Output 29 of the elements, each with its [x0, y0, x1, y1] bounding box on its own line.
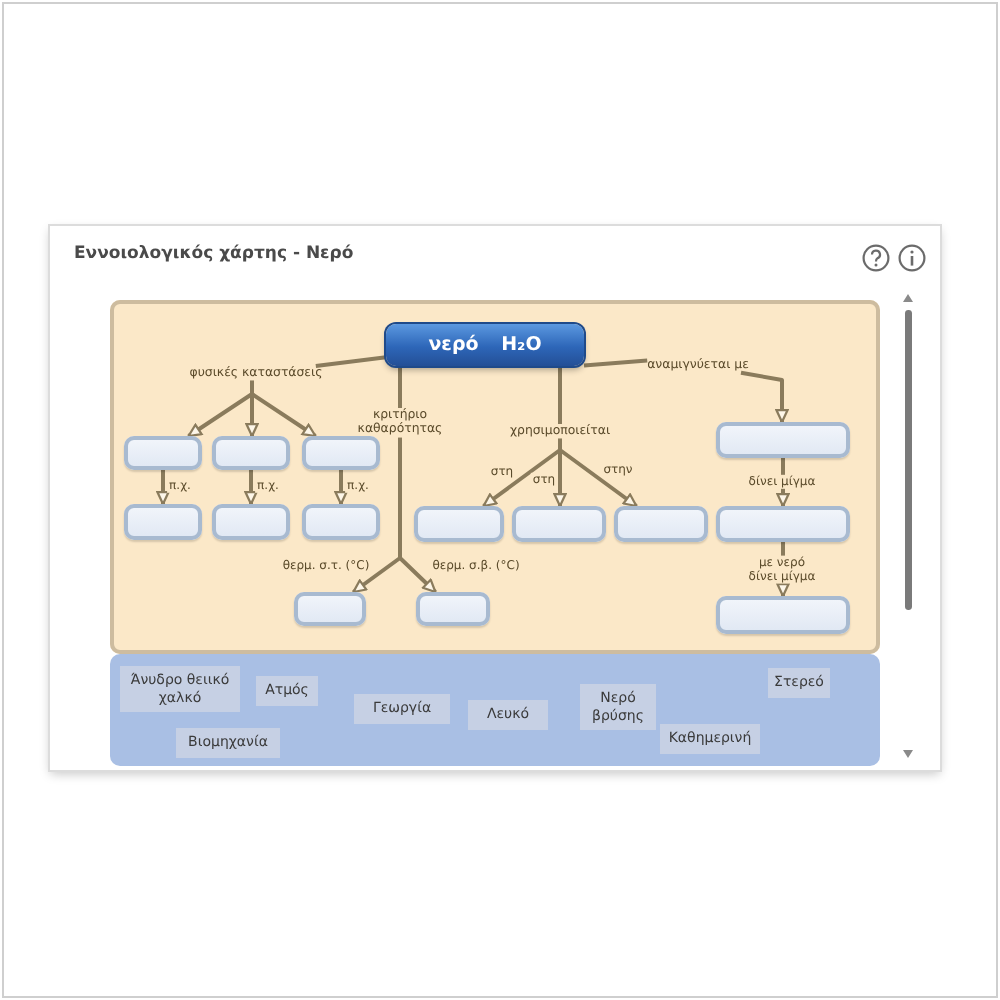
blank-box — [614, 506, 708, 542]
blank-box — [416, 592, 490, 626]
map-panel — [110, 300, 880, 654]
connector-line — [583, 358, 648, 368]
connector-line — [558, 366, 562, 424]
connector-line — [398, 366, 402, 408]
blank-box — [124, 504, 202, 540]
arrow — [334, 470, 348, 506]
blank-box — [716, 422, 850, 458]
blank-box — [124, 436, 202, 470]
blank-box — [302, 504, 380, 540]
arrow — [250, 380, 317, 438]
blank-box — [212, 436, 290, 470]
diagram-title: Εννοιολογικός χάρτης - Νερό — [74, 244, 354, 265]
word-bank-panel — [110, 654, 880, 766]
blank-box — [512, 506, 606, 542]
arrow — [558, 438, 638, 508]
blank-box — [414, 506, 504, 542]
concept-box: νερό H₂O — [386, 324, 584, 366]
arrow — [156, 470, 170, 506]
blank-box — [716, 596, 850, 634]
blank-box — [716, 506, 850, 542]
blank-box — [294, 592, 366, 626]
connector-line — [315, 355, 387, 368]
blank-box — [302, 436, 380, 470]
arrow — [398, 437, 437, 594]
arrow — [740, 370, 789, 424]
arrow — [244, 470, 258, 506]
blank-box — [212, 504, 290, 540]
